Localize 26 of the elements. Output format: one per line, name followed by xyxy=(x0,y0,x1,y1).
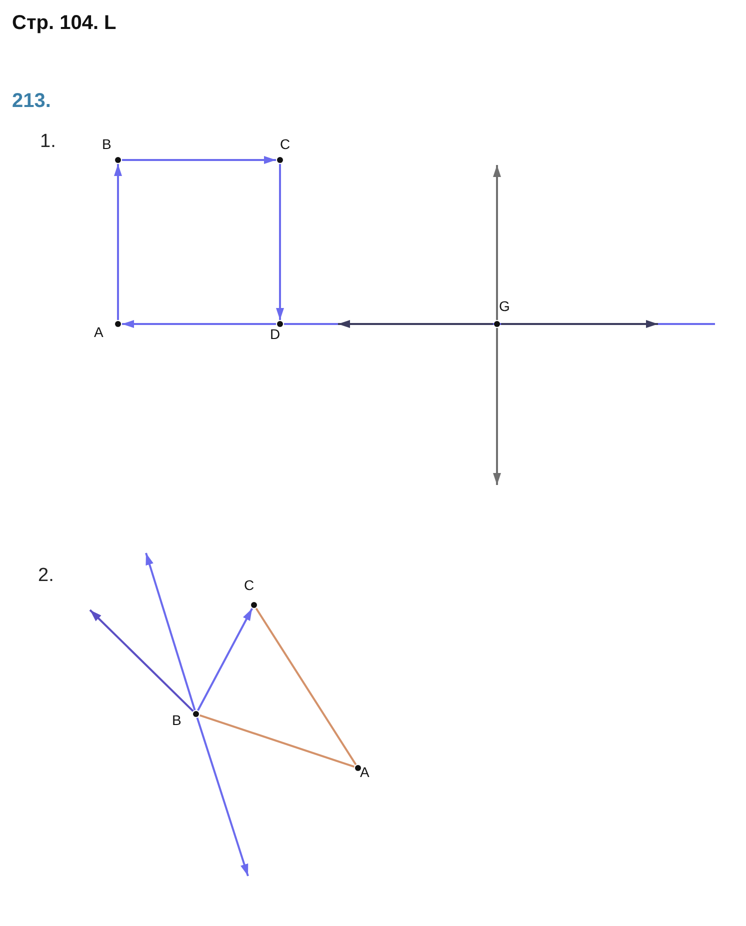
point-label: B xyxy=(172,712,182,728)
point-label: C xyxy=(244,577,254,593)
vector-arrow xyxy=(276,164,284,320)
vector-arrow xyxy=(145,552,196,710)
exercise-number: 1. xyxy=(40,130,56,154)
line-segment xyxy=(199,714,355,768)
vector-arrow xyxy=(196,718,249,876)
vector-arrow xyxy=(493,328,501,485)
vector-arrow xyxy=(89,609,194,712)
vector-arrow xyxy=(338,320,493,328)
point-label: A xyxy=(360,764,370,780)
point-label: C xyxy=(280,136,290,152)
vector-arrow xyxy=(122,320,276,328)
page-heading: Стр. 104. L xyxy=(12,11,116,36)
line-segment xyxy=(255,608,357,766)
vector-arrow xyxy=(114,164,122,320)
vector-arrow xyxy=(501,320,658,328)
exercise-number: 2. xyxy=(38,564,54,588)
vector-arrow xyxy=(493,165,501,320)
vector-arrow xyxy=(197,608,253,711)
point-label: G xyxy=(499,298,510,314)
exercise-number: 213. xyxy=(12,89,51,114)
point-label: A xyxy=(94,324,104,340)
point-label: D xyxy=(270,326,280,342)
point-label: B xyxy=(102,136,112,152)
vector-arrow xyxy=(122,156,276,164)
